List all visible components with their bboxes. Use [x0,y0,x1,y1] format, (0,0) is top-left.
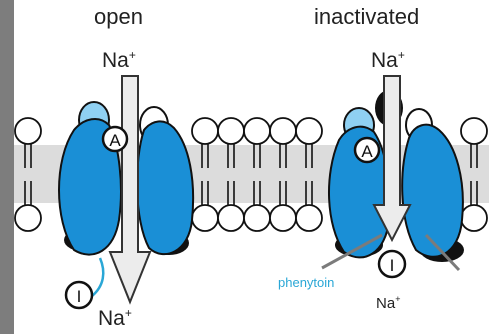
open-activation-gate-label: A [109,131,121,150]
lipid-head [192,205,218,231]
inactivated-ion-bottom-symbol: Na [376,295,395,312]
lipid-head [15,118,41,144]
open-channel: A I [59,76,193,308]
inactivated-ion-top-charge: + [398,48,405,62]
open-inactivation-gate-label: I [77,287,82,306]
inactivated-title: inactivated [314,4,419,30]
lipid-head [461,118,487,144]
phenytoin-label: phenytoin [278,275,334,290]
inactivated-activation-gate-label: A [361,142,373,161]
open-ion-bottom-symbol: Na [98,307,125,330]
inactivated-inactivation-gate-label: I [390,256,395,275]
lipid-head [244,118,270,144]
lipid-head [296,118,322,144]
inactivated-ion-top-symbol: Na [371,49,398,72]
lipid-head [218,205,244,231]
open-ion-top: Na+ [102,48,136,73]
lipid-head [244,205,270,231]
open-ion-top-charge: + [129,48,136,62]
lipid-head [296,205,322,231]
lipid-head [270,205,296,231]
inactivated-channel-right-subunit [402,125,463,257]
lipid-head [15,205,41,231]
open-channel-right-subunit [137,121,193,254]
inactivated-channel: A I [322,76,464,277]
sodium-channel-diagram: A I A I [14,0,489,334]
inactivated-ion-top: Na+ [371,48,405,73]
inactivated-ion-bottom: Na+ [376,294,400,312]
lipid-head [461,205,487,231]
diagram-panel: A I A I open inactivated [14,0,489,334]
open-ion-top-symbol: Na [102,49,129,72]
open-ion-bottom: Na+ [98,306,132,331]
open-ion-bottom-charge: + [125,306,132,320]
open-inactivation-tether [92,258,103,296]
inactivated-ion-bottom-charge: + [395,294,400,304]
open-title: open [94,4,143,30]
lipid-head [270,118,296,144]
lipid-head [192,118,218,144]
lipid-head [218,118,244,144]
